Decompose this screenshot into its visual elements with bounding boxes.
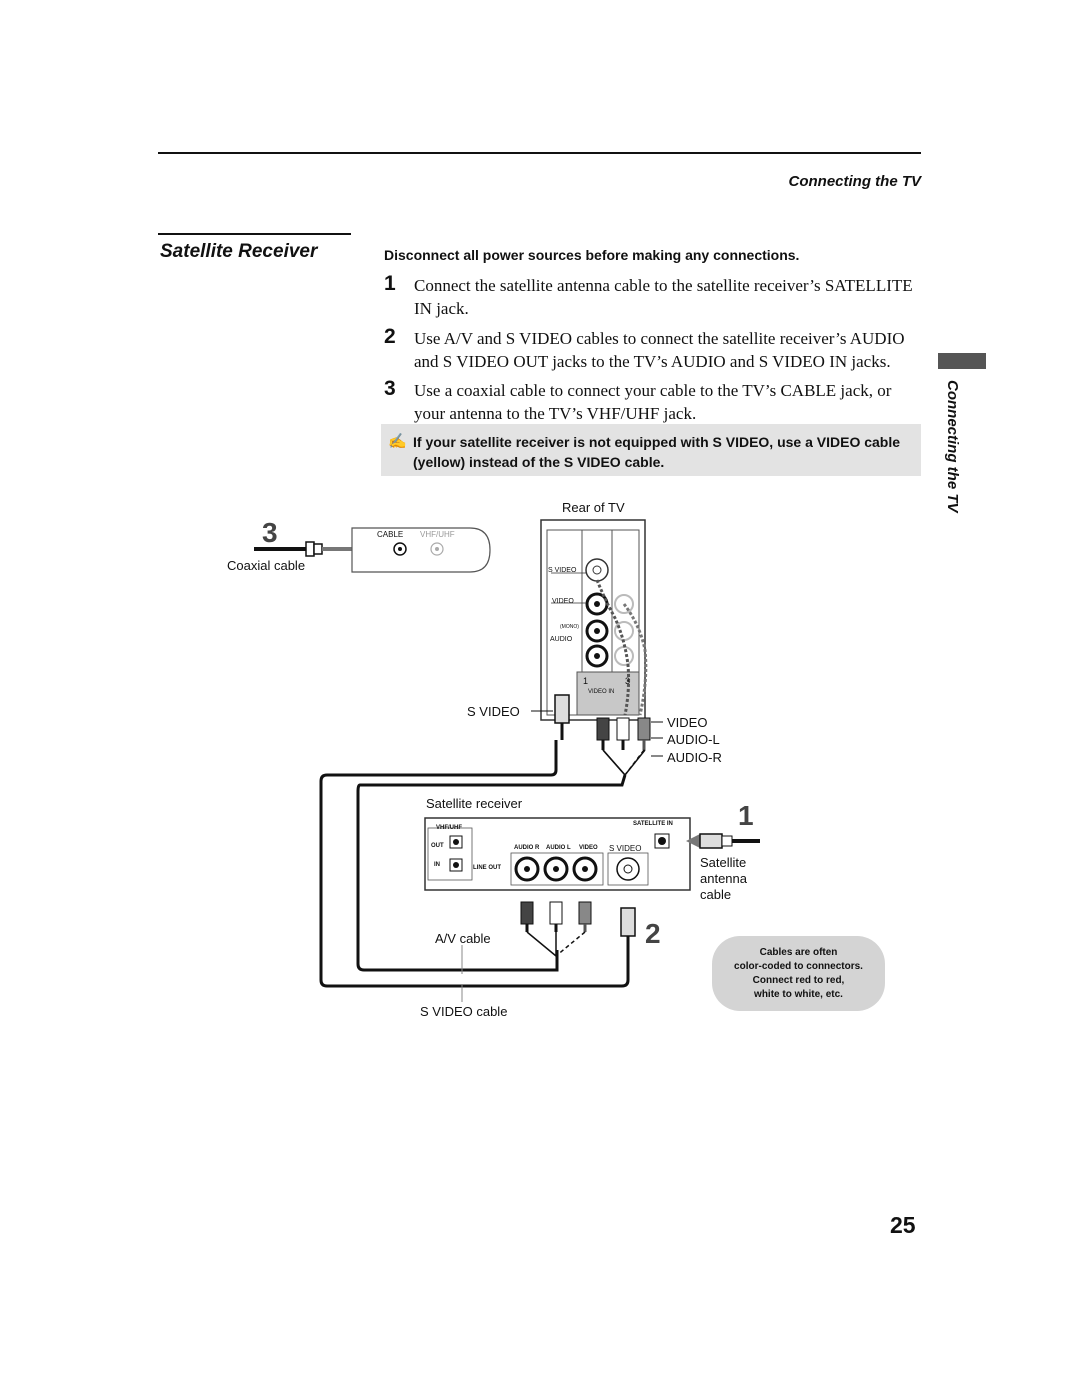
tv-antenna-panel	[351, 527, 491, 573]
satellite-antenna-cable-label-line2: antenna	[700, 871, 747, 886]
satellite-receiver-label: Satellite receiver	[426, 796, 523, 811]
cable-routes	[319, 740, 646, 988]
step-2: 2 Use A/V and S VIDEO cables to connect …	[384, 325, 924, 373]
satellite-antenna-cable-label-line1: Satellite	[700, 855, 747, 870]
rear-of-tv-label: Rear of TV	[562, 500, 625, 515]
audio-l-plug-label: AUDIO-L	[667, 732, 720, 747]
callout-line: color-coded to connectors.	[734, 961, 863, 972]
tv-plugs	[531, 694, 663, 757]
side-tab-marker	[938, 353, 986, 369]
tv-video-jack-label: VIDEO	[552, 598, 574, 605]
step-1-marker: 1	[738, 800, 754, 831]
s-video-plug-label: S VIDEO	[467, 704, 520, 719]
warning-text: Disconnect all power sources before maki…	[384, 247, 800, 263]
step-number: 1	[384, 272, 396, 295]
step-number: 2	[384, 325, 396, 348]
tv-mono-label: (MONO)	[560, 624, 579, 630]
satellite-antenna-cable-label-line3: cable	[700, 887, 732, 902]
receiver-audio-r-label: AUDIO R	[514, 845, 540, 851]
receiver-audio-l-label: AUDIO L	[546, 845, 571, 851]
section-rule	[158, 233, 351, 235]
note-box: ✍ If your satellite receiver is not equi…	[381, 424, 921, 476]
section-title: Satellite Receiver	[160, 241, 318, 262]
satellite-antenna-plug-icon	[686, 833, 760, 849]
top-rule	[158, 152, 921, 154]
tv-input-3-label: 3	[625, 676, 631, 686]
video-plug-label: VIDEO	[667, 715, 708, 730]
coiled-cable-icons	[595, 579, 648, 716]
tv-input-1-label: 1	[583, 676, 589, 686]
step-1: 1 Connect the satellite antenna cable to…	[384, 272, 924, 320]
s-video-cable-label: S VIDEO cable	[420, 1004, 508, 1019]
pencil-note-icon: ✍	[388, 433, 407, 450]
step-text: Use a coaxial cable to connect your cabl…	[414, 381, 892, 423]
callout-text: Cables are often color-coded to connecto…	[712, 946, 885, 1002]
callout-line: Cables are often	[759, 947, 838, 958]
vhf-uhf-jack-label: VHF/UHF	[420, 530, 455, 539]
tv-audio-label: AUDIO	[550, 636, 573, 643]
coaxial-cable-label: Coaxial cable	[227, 558, 306, 573]
receiver-line-out-label: LINE OUT	[473, 865, 501, 871]
step-2-marker: 2	[645, 918, 661, 949]
note-text: If your satellite receiver is not equipp…	[413, 434, 901, 470]
audio-r-plug-label: AUDIO-R	[667, 750, 722, 765]
receiver-s-video-label: S VIDEO	[609, 844, 642, 853]
tv-svideo-jack-label: S VIDEO	[548, 567, 577, 574]
step-number: 3	[384, 377, 396, 400]
callout-line: white to white, etc.	[754, 989, 843, 1000]
receiver-vhf-uhf-label: VHF/UHF	[436, 825, 462, 831]
step-3-marker: 3	[262, 517, 278, 548]
callout-line: Connect red to red,	[752, 975, 845, 986]
cable-jack-label: CABLE	[377, 530, 404, 539]
page-number: 25	[890, 1212, 916, 1238]
receiver-video-label: VIDEO	[579, 845, 598, 851]
step-text: Connect the satellite antenna cable to t…	[414, 276, 913, 318]
receiver-satellite-in-label: SATELLITE IN	[633, 821, 673, 827]
av-cable-label: A/V cable	[435, 931, 491, 946]
receiver-out-label: OUT	[431, 843, 444, 849]
step-3: 3 Use a coaxial cable to connect your ca…	[384, 377, 924, 425]
tv-video-in-label: VIDEO IN	[588, 689, 615, 695]
receiver-plugs	[461, 901, 636, 1002]
receiver-in-label: IN	[434, 862, 440, 868]
satellite-receiver-panel	[424, 817, 691, 891]
step-text: Use A/V and S VIDEO cables to connect th…	[414, 329, 905, 371]
color-code-callout: Cables are often color-coded to connecto…	[712, 936, 885, 1011]
running-head: Connecting the TV	[788, 173, 922, 190]
